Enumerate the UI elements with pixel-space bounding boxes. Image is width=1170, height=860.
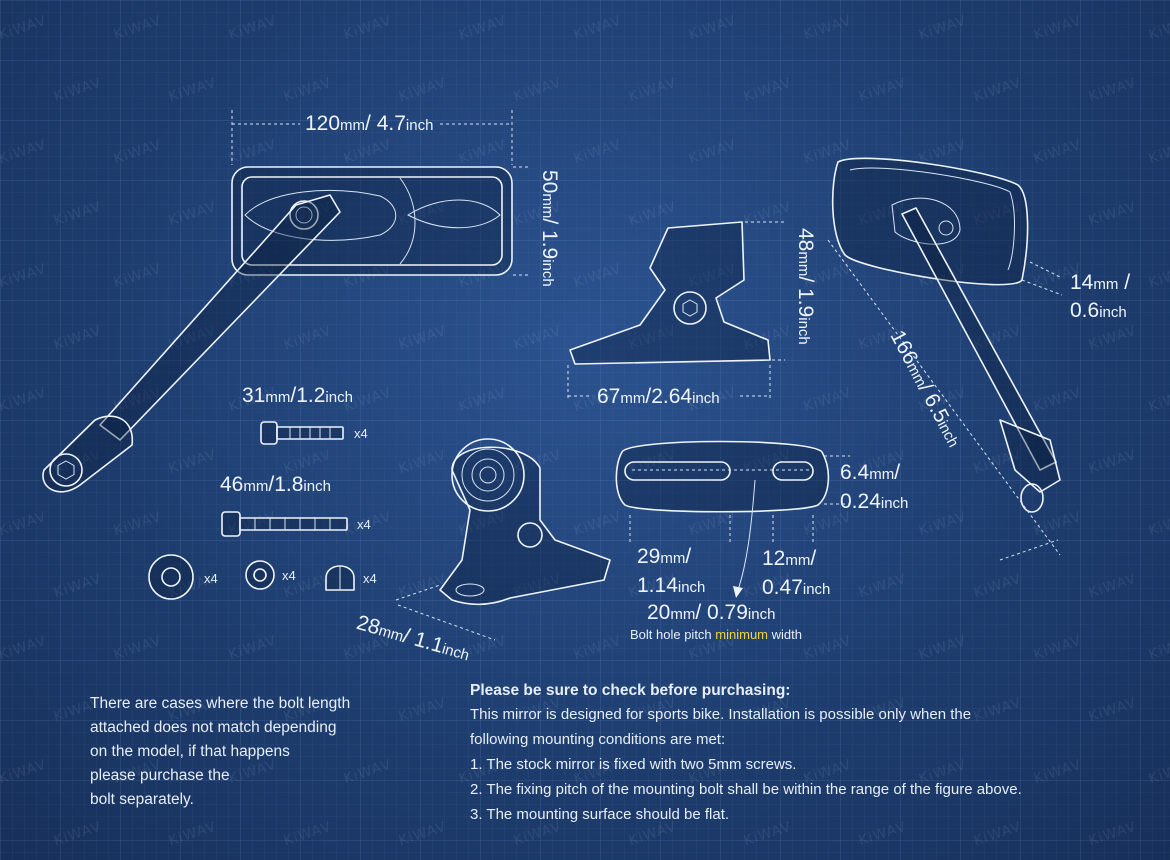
qty-washer-large: x4 <box>204 571 218 586</box>
dim-base-width: 67mm/2.64inch <box>597 385 720 408</box>
qty-washer-small: x4 <box>282 568 296 583</box>
dim-plate-thickness: 6.4mm/ 0.24inch <box>840 461 909 513</box>
qty-bolt-long: x4 <box>357 517 371 532</box>
dim-base-height: 48mm/ 1.9inch <box>794 228 817 345</box>
purchase-notes: Please be sure to check before purchasin… <box>470 680 1150 827</box>
dim-pitch-min: 20mm/ 0.79inch <box>647 601 776 624</box>
mounting-plate-view <box>615 440 850 598</box>
dim-bolt-long: 46mm/1.8inch <box>220 473 331 496</box>
dim-mirror-depth: 14mm / 0.6inch <box>1070 271 1131 322</box>
notes-item-1: 1. The stock mirror is fixed with two 5m… <box>470 756 797 773</box>
notes-intro-line-1: This mirror is designed for sports bike.… <box>470 706 972 723</box>
qty-bolt-short: x4 <box>354 426 368 441</box>
dim-slot-left: 29mm/ 1.14inch <box>637 545 706 597</box>
mount-perspective-view <box>395 438 611 641</box>
base-front-view <box>567 221 785 400</box>
notes-heading: Please be sure to check before purchasin… <box>470 682 791 699</box>
notes-item-2: 2. The fixing pitch of the mounting bolt… <box>470 781 1022 798</box>
notes-item-3: 3. The mounting surface should be flat. <box>470 806 730 823</box>
qty-nut: x4 <box>363 571 377 586</box>
hardware-drawings <box>148 421 355 600</box>
dim-slot-right: 12mm/ 0.47inch <box>762 547 831 599</box>
mirror-side-view <box>827 157 1063 561</box>
pitch-caption: Bolt hole pitch minimum width <box>630 627 802 642</box>
notes-intro-line-2: following mounting conditions are met: <box>470 731 726 748</box>
dim-mirror-height: 50mm/ 1.9inch <box>538 170 561 287</box>
mirror-front-view <box>42 110 530 493</box>
pitch-highlight: minimum <box>715 627 769 642</box>
dim-bolt-short: 31mm/1.2inch <box>242 384 353 407</box>
bolt-length-note: There are cases where the bolt length at… <box>90 695 351 808</box>
dim-mirror-width: 120mm/ 4.7inch <box>305 112 434 135</box>
